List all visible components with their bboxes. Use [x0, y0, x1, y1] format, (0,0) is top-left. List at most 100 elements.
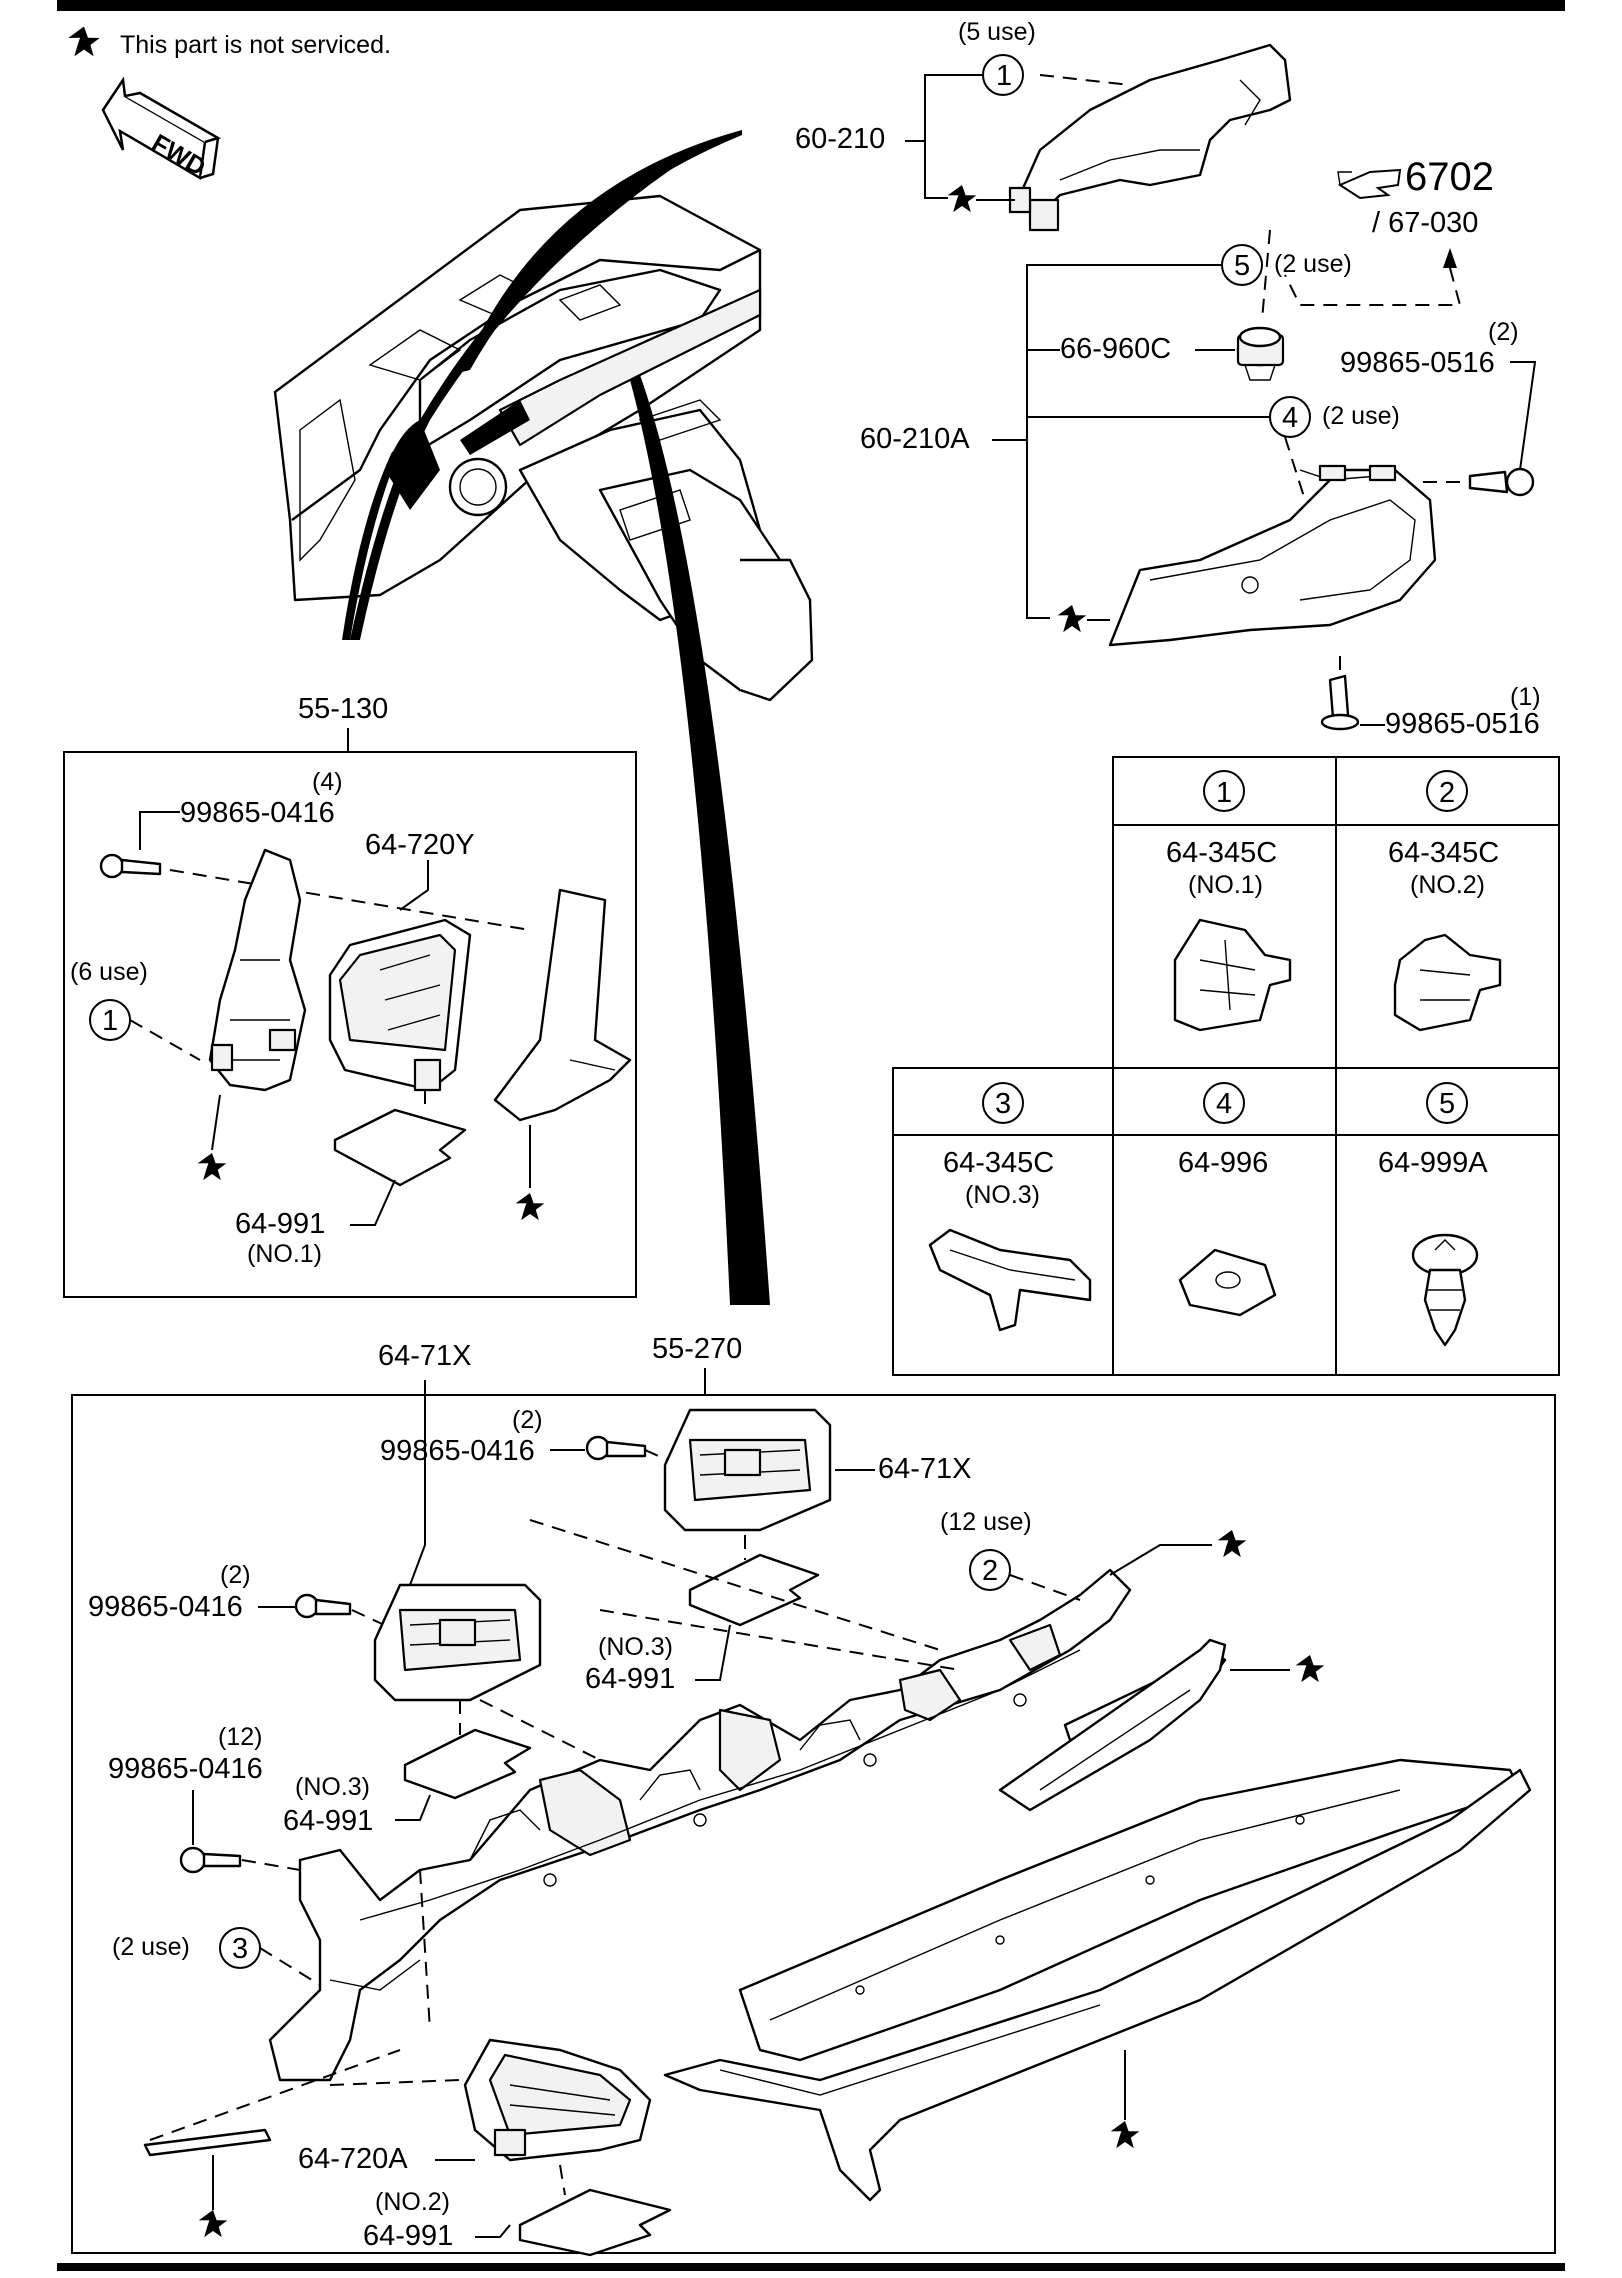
top-border [57, 0, 1565, 11]
box55270-star-right-icon [1295, 1655, 1325, 1683]
switch-66-960c-illustration [1236, 326, 1285, 381]
seal-b-part: 64-991 [283, 1805, 373, 1837]
box55130-louver-illustration [328, 918, 472, 1092]
legend-2-num: 2 [1439, 777, 1455, 809]
box55130-screw-qty: (4) [312, 768, 343, 796]
use-2-callout-3: (2 use) [112, 1933, 190, 1961]
box55270-star-top-icon [1217, 1530, 1247, 1558]
seal-a-part: 64-991 [585, 1663, 675, 1695]
rivet-64-999a-illustration [1411, 1233, 1479, 1347]
louver-a-part: 64-71X [878, 1453, 972, 1485]
callout-4-top-label: 4 [1282, 402, 1298, 434]
screw-lower-part: 99865-0516 [1385, 708, 1540, 740]
seal-b-illustration [403, 1728, 532, 1800]
legend-4-num: 4 [1216, 1088, 1232, 1120]
callout-1-top-label: 1 [996, 60, 1012, 92]
nut-64-996-illustration [1178, 1248, 1277, 1317]
reference-subpage: / 67-030 [1372, 207, 1478, 239]
use-5-label: (5 use) [958, 18, 1036, 46]
part-60-210a: 60-210A [860, 423, 970, 455]
reference-hand-icon [1337, 168, 1402, 200]
part-66-960c: 66-960C [1060, 333, 1171, 365]
lower-strip-illustration [143, 2128, 272, 2157]
legend-4-circle [1203, 1082, 1245, 1124]
seal-c-no: (NO.2) [375, 2188, 450, 2216]
screw-c-illustration [179, 1846, 242, 1874]
screw-b-part: 99865-0416 [88, 1591, 243, 1623]
star-60-210-icon [947, 185, 977, 213]
callout-5-top-label: 5 [1234, 250, 1250, 282]
box55130-seal-illustration [333, 1108, 467, 1187]
box55130-screw-illustration [99, 853, 162, 879]
legend-5-circle [1426, 1082, 1468, 1124]
screw-a-part: 99865-0416 [380, 1435, 535, 1467]
star-60-210a-icon [1057, 605, 1087, 633]
box55130-screw-part: 99865-0416 [180, 797, 335, 829]
bezel-trim-strip-illustration [998, 1638, 1227, 1812]
screw-b-qty: (2) [220, 1561, 251, 1589]
legend-1-part: 64-345C [1166, 837, 1277, 869]
box55130-side-panel-illustration [493, 888, 632, 1122]
column-cover-upper-illustration [1008, 43, 1292, 232]
group-55-130: 55-130 [298, 693, 388, 725]
screw-a-illustration [585, 1435, 647, 1461]
box55130-star-right-icon [515, 1193, 545, 1221]
legend-1-circle [1203, 770, 1245, 812]
legend-3-num: 3 [995, 1088, 1011, 1120]
box55130-bracket-illustration [208, 848, 307, 1092]
box55270-star-bottom-left-icon [198, 2210, 228, 2238]
group-55-270: 55-270 [652, 1333, 742, 1365]
legend-3-part: 64-345C [943, 1147, 1054, 1179]
box55270-callout-2 [969, 1549, 1011, 1591]
box55270-star-bottom-right-icon [1110, 2121, 1140, 2149]
dashboard-garnish-illustration [663, 1768, 1532, 2202]
box-55-130 [63, 751, 637, 1298]
louver-b-part: 64-71X [378, 1340, 472, 1372]
legend-3-circle [982, 1082, 1024, 1124]
use-2-callout-5: (2 use) [1274, 250, 1352, 278]
legend-1-num: 1 [1216, 777, 1232, 809]
legend-1-sub: (NO.1) [1188, 871, 1263, 899]
dashboard-assembly-illustration [273, 130, 814, 1305]
column-cover-lower-illustration [1108, 464, 1437, 647]
legend-2-circle [1426, 770, 1468, 812]
use-2-callout-4: (2 use) [1322, 402, 1400, 430]
box55130-seal-part: 64-991 [235, 1208, 325, 1240]
louver-b-illustration [373, 1583, 542, 1702]
clip-no3-illustration [928, 1228, 1092, 1332]
seal-c-illustration [518, 2188, 672, 2257]
header-note: This part is not serviced. [120, 31, 391, 59]
screw-b-illustration [294, 1593, 352, 1619]
screw-lower-illustration [1320, 674, 1360, 731]
legend-2-sub: (NO.2) [1410, 871, 1485, 899]
seal-c-part: 64-991 [363, 2220, 453, 2252]
reference-page: 6702 [1405, 155, 1494, 199]
legend-4-part: 64-996 [1178, 1147, 1268, 1179]
fwd-arrow-icon: FWD [101, 76, 222, 182]
legend-5-part: 64-999A [1378, 1147, 1488, 1179]
box55130-callout-1-label: 1 [102, 1005, 118, 1037]
clip-no1-illustration [1173, 918, 1292, 1032]
bottom-border [57, 2263, 1565, 2271]
screw-upper-qty: (2) [1488, 318, 1519, 346]
screw-lower-qty: (1) [1510, 683, 1541, 711]
screw-upper-illustration [1468, 467, 1535, 497]
box55270-callout-3-label: 3 [232, 1933, 248, 1965]
instrument-panel-frame-illustration [268, 1568, 1132, 2082]
legend-3-sub: (NO.3) [965, 1181, 1040, 1209]
screw-a-qty: (2) [512, 1406, 543, 1434]
lower-garnish-illustration [738, 1758, 1522, 2062]
seal-b-no: (NO.3) [295, 1773, 370, 1801]
box55130-seal-no: (NO.1) [247, 1240, 322, 1268]
louver-c-illustration [463, 2038, 652, 2162]
use-12-label: (12 use) [940, 1508, 1032, 1536]
legend-5-num: 5 [1439, 1088, 1455, 1120]
legend-table [892, 756, 1560, 1376]
part-60-210: 60-210 [795, 123, 885, 155]
seal-a-no: (NO.3) [598, 1633, 673, 1661]
screw-upper-part: 99865-0516 [1340, 347, 1495, 379]
not-serviced-star-icon [68, 26, 100, 57]
box55130-star-left-icon [197, 1153, 227, 1181]
clip-no2-illustration [1393, 933, 1502, 1032]
